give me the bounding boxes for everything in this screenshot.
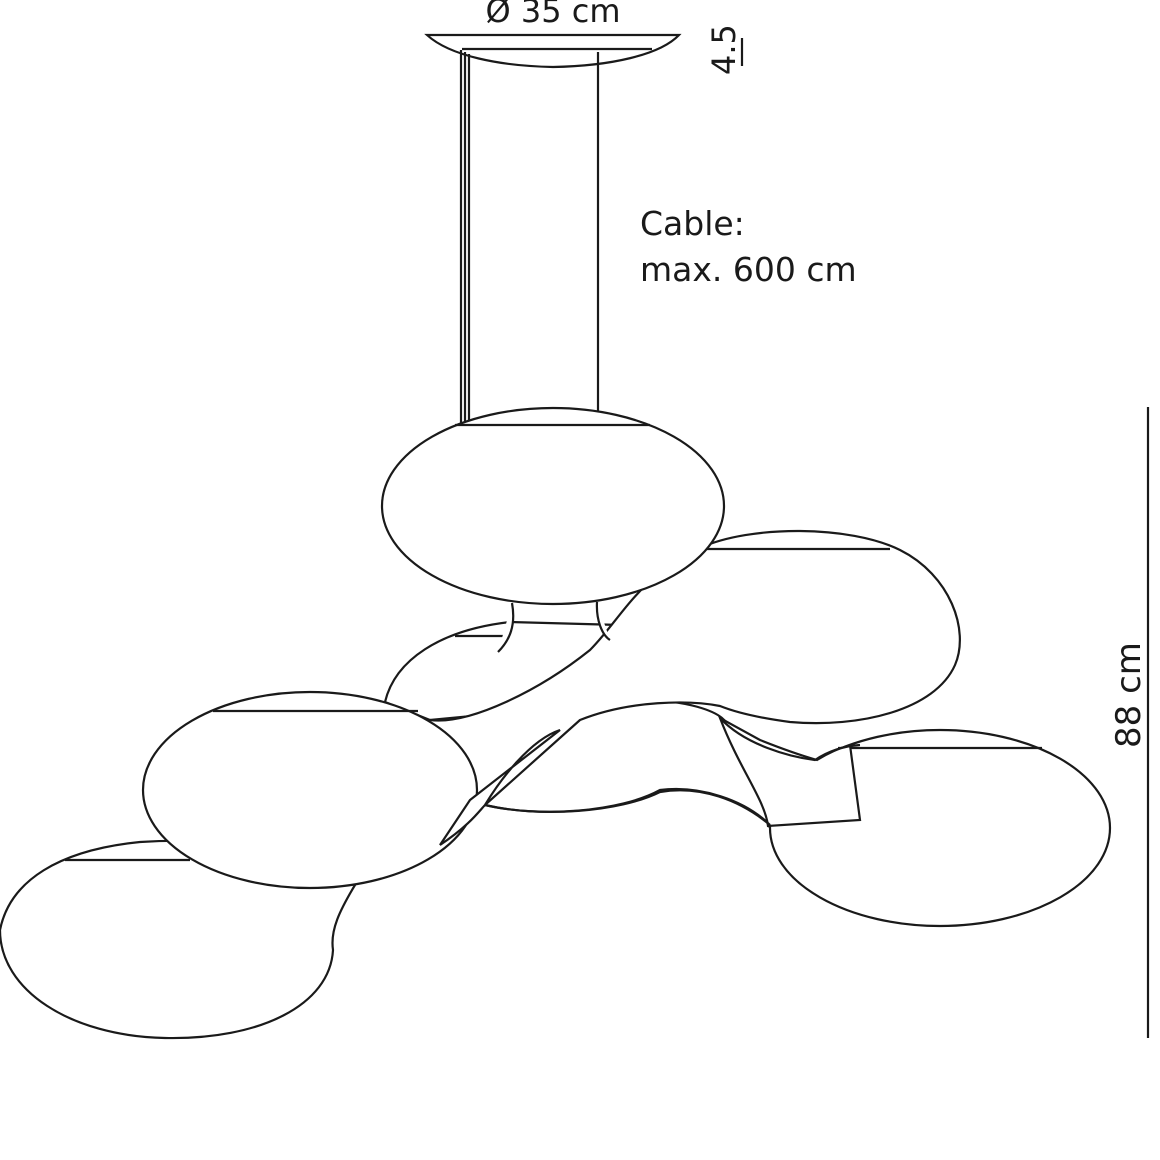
total-height-label: 88 cm xyxy=(1109,642,1149,748)
cable-label-line2: max. 600 cm xyxy=(640,250,857,289)
shade-right-upper xyxy=(419,529,961,807)
canopy-diameter-label: Ø 35 cm xyxy=(485,0,620,30)
shade-top xyxy=(380,406,726,606)
stem-left xyxy=(497,601,611,653)
canopy-height-label: 4.5 xyxy=(705,24,743,75)
shade-bottom-left xyxy=(0,839,357,1040)
cables xyxy=(459,50,600,424)
canopy xyxy=(424,33,682,69)
shade-left xyxy=(141,690,479,890)
cable-label-line1: Cable: xyxy=(640,204,745,243)
